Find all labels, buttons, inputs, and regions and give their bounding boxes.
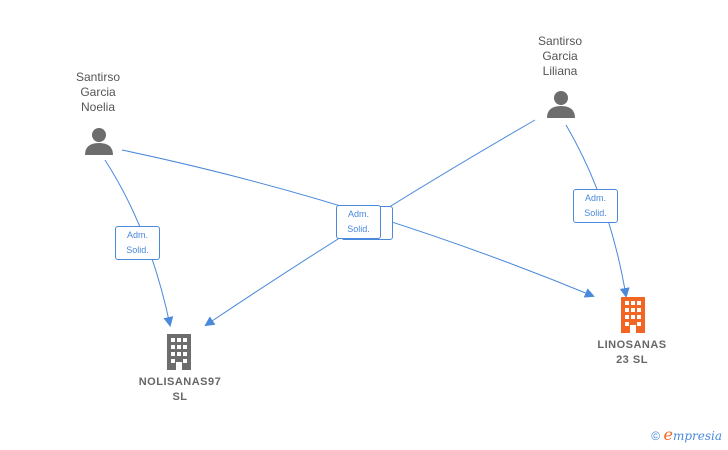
company-label-linosanas[interactable]: LINOSANAS 23 SL: [572, 338, 692, 368]
company-label-nolisanas[interactable]: NOLISANAS97 SL: [120, 375, 240, 405]
brand-initial: e: [663, 425, 673, 444]
person-name-line: Noelia: [80, 100, 116, 114]
person-name-line: Santirso: [537, 34, 583, 48]
building-icon[interactable]: [164, 334, 194, 370]
person-name-line: Santirso: [75, 70, 121, 84]
edge-label-line1: Adm.: [584, 193, 606, 203]
edge-label-line2: Solid.: [584, 208, 607, 218]
person-name-line: Liliana: [542, 64, 578, 78]
copyright-symbol: ©: [651, 429, 661, 443]
edge-label-noelia-linosanas[interactable]: Adm. Solid.: [336, 205, 381, 239]
brand-footer: © empresia: [651, 425, 722, 444]
person-label-noelia: Santirso Garcia Noelia: [60, 70, 136, 115]
company-name-line: NOLISANAS97: [138, 376, 222, 388]
company-name-line: LINOSANAS: [597, 339, 667, 351]
edge-label-line2: Solid.: [347, 224, 370, 234]
company-name-line: 23 SL: [616, 354, 648, 366]
person-name-line: Garcia: [80, 85, 116, 99]
person-name-line: Garcia: [542, 49, 578, 63]
person-icon[interactable]: [546, 89, 576, 119]
edge-label-line1: Adm.: [126, 230, 148, 240]
person-label-liliana: Santirso Garcia Liliana: [522, 34, 598, 79]
company-name-line: SL: [172, 391, 188, 403]
building-icon[interactable]: [618, 297, 648, 333]
edge-label-noelia-nolisanas[interactable]: Adm. Solid.: [115, 226, 160, 260]
person-icon[interactable]: [84, 126, 114, 156]
edge-label-line1: Adm.: [347, 209, 369, 219]
edge-label-line2: Solid.: [126, 245, 149, 255]
brand-name: mpresia: [672, 429, 722, 443]
edge-label-liliana-linosanas[interactable]: Adm. Solid.: [573, 189, 618, 223]
